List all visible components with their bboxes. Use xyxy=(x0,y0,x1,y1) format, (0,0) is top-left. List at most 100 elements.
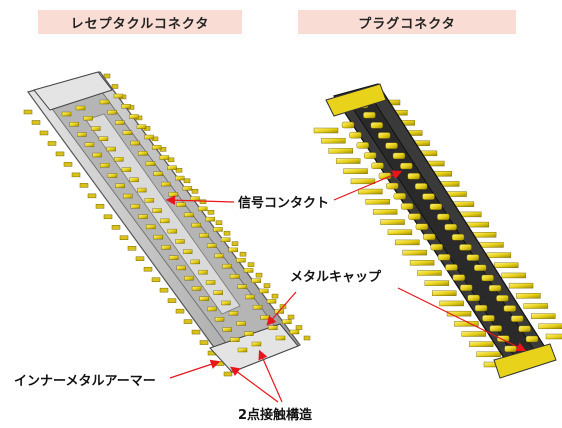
plug-leg xyxy=(516,293,541,299)
receptacle-leg xyxy=(167,298,177,303)
plug-contact xyxy=(451,234,465,241)
receptacle-contact xyxy=(175,175,185,181)
plug-leg xyxy=(358,188,383,195)
receptacle-leg xyxy=(55,151,65,157)
receptacle-contact xyxy=(159,218,170,224)
receptacle-leg xyxy=(199,199,207,205)
receptacle-leg xyxy=(79,183,89,188)
receptacle-contact xyxy=(228,311,239,316)
receptacle-contact xyxy=(222,263,232,269)
plug-contact xyxy=(511,315,524,322)
plug-contact xyxy=(408,213,421,220)
plug-contact xyxy=(474,264,487,271)
receptacle-contact xyxy=(266,299,277,304)
receptacle-leg xyxy=(47,141,57,146)
plug-contact xyxy=(489,325,503,332)
receptacle-contact xyxy=(168,192,179,197)
plug-contact xyxy=(370,122,383,129)
plug-leg xyxy=(417,270,442,276)
plug-leg xyxy=(538,323,562,330)
receptacle-contact xyxy=(221,300,231,306)
receptacle-contact xyxy=(176,265,186,271)
plug-contact xyxy=(407,173,420,180)
receptacle-contact xyxy=(198,269,208,275)
receptacle-contact xyxy=(183,212,194,218)
plug-leg xyxy=(365,199,390,205)
plug-leg xyxy=(469,341,494,347)
receptacle-leg xyxy=(151,277,161,282)
receptacle-leg xyxy=(271,293,279,299)
plug-leg xyxy=(476,351,501,358)
receptacle-contact xyxy=(251,341,262,347)
plug-leg xyxy=(350,178,376,185)
receptacle-contact xyxy=(222,327,232,332)
receptacle-contact xyxy=(129,114,139,119)
receptacle-contact xyxy=(106,146,116,152)
receptacle-contact xyxy=(282,319,292,324)
plug-contact xyxy=(400,203,414,210)
receptacle-leg xyxy=(95,204,105,209)
receptacle-contact xyxy=(130,204,141,209)
signal-contact-label: 信号コンタクト xyxy=(238,196,330,211)
receptacle-contact xyxy=(161,181,171,187)
plug-leg xyxy=(446,310,472,317)
plug-contact xyxy=(466,254,480,261)
receptacle-contact xyxy=(129,177,139,183)
plug-contact xyxy=(444,223,457,231)
receptacle-leg xyxy=(231,241,239,246)
plug-leg xyxy=(335,158,361,164)
plug-leg xyxy=(523,303,549,309)
plug-contact xyxy=(400,162,413,170)
receptacle-connector-image xyxy=(23,71,311,377)
plug-contact xyxy=(363,152,377,159)
receptacle-leg xyxy=(87,193,97,199)
receptacle-contact xyxy=(137,187,147,193)
receptacle-contact xyxy=(153,171,163,177)
receptacle-contact xyxy=(244,331,254,336)
receptacle-leg xyxy=(223,371,233,377)
receptacle-leg xyxy=(103,73,111,79)
receptacle-contact xyxy=(69,122,79,127)
receptacle-leg xyxy=(191,329,201,335)
plug-leg xyxy=(432,290,457,296)
plug-contact xyxy=(341,121,355,129)
receptacle-contact xyxy=(161,245,171,250)
receptacle-contact xyxy=(92,152,102,158)
plug-contact xyxy=(482,315,495,322)
receptacle-leg xyxy=(143,266,153,272)
plug-leg xyxy=(545,333,562,340)
receptacle-contact xyxy=(214,253,224,259)
receptacle-leg xyxy=(39,130,49,136)
receptacle-leg xyxy=(167,157,175,163)
receptacle-contact xyxy=(191,286,202,291)
receptacle-contact xyxy=(220,237,231,242)
receptacle-contact xyxy=(145,161,156,166)
receptacle-contact xyxy=(168,255,179,260)
plug-leg xyxy=(501,272,526,279)
receptacle-contact xyxy=(259,288,269,294)
signal-contact-arrow-2 xyxy=(333,170,403,201)
receptacle-contact xyxy=(260,315,270,320)
plug-contact xyxy=(349,131,362,139)
receptacle-contact xyxy=(213,227,223,232)
receptacle-contact xyxy=(228,247,238,253)
receptacle-contact xyxy=(252,305,263,310)
receptacle-contact xyxy=(152,145,162,150)
receptacle-contact xyxy=(153,234,164,240)
receptacle-leg xyxy=(127,245,137,251)
receptacle-contact xyxy=(138,214,148,219)
plug-leg xyxy=(479,242,504,248)
two-point-arrow-1 xyxy=(230,366,279,403)
plug-contact xyxy=(414,183,428,190)
receptacle-leg xyxy=(111,225,121,230)
receptacle-leg xyxy=(303,335,311,341)
receptacle-contact xyxy=(213,290,223,295)
receptacle-contact xyxy=(243,268,254,273)
plug-contact xyxy=(504,345,517,353)
plug-contact xyxy=(525,335,539,343)
receptacle-leg xyxy=(199,340,209,345)
receptacle-contact xyxy=(61,111,72,117)
receptacle-contact xyxy=(122,130,133,135)
plug-leg xyxy=(508,282,534,289)
receptacle-contact xyxy=(123,193,133,199)
